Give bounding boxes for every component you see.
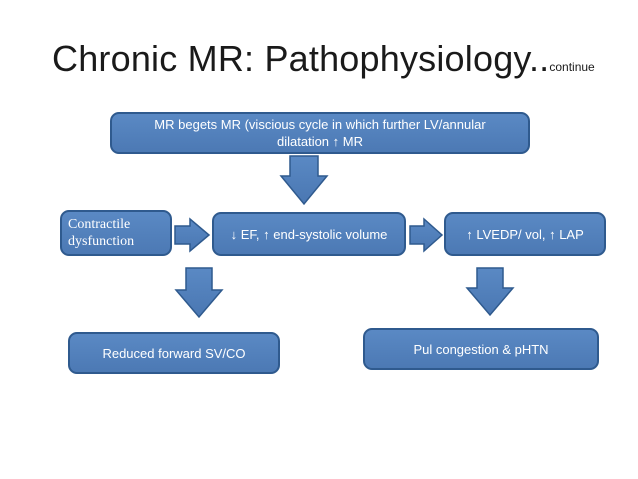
node-pul-text: Pul congestion & pHTN bbox=[413, 341, 549, 357]
node-pul: Pul congestion & pHTN bbox=[363, 328, 599, 370]
arrow-down-right bbox=[465, 267, 515, 317]
arrow-down-left bbox=[174, 267, 224, 319]
node-top: MR begets MR (viscious cycle in which fu… bbox=[110, 112, 530, 154]
title-sub: continue bbox=[549, 60, 595, 74]
node-ef: ↓ EF, ↑ end-systolic volume bbox=[212, 212, 406, 256]
arrow-right-contractile bbox=[174, 217, 211, 253]
slide-title: Chronic MR: Pathophysiology..continue bbox=[52, 38, 595, 80]
title-main: Chronic MR: Pathophysiology.. bbox=[52, 38, 550, 79]
node-reduced-text: Reduced forward SV/CO bbox=[102, 345, 246, 361]
node-ef-text: ↓ EF, ↑ end-systolic volume bbox=[230, 226, 388, 242]
node-lvedp-text: ↑ LVEDP/ vol, ↑ LAP bbox=[466, 226, 584, 242]
node-top-text: MR begets MR (viscious cycle in which fu… bbox=[154, 117, 486, 149]
node-reduced: Reduced forward SV/CO bbox=[68, 332, 280, 374]
node-lvedp: ↑ LVEDP/ vol, ↑ LAP bbox=[444, 212, 606, 256]
node-contractile: Contractile dysfunction bbox=[60, 210, 172, 256]
node-contractile-text: Contractile dysfunction bbox=[68, 217, 135, 249]
arrow-right-ef bbox=[409, 217, 444, 253]
arrow-down-top bbox=[279, 155, 329, 206]
